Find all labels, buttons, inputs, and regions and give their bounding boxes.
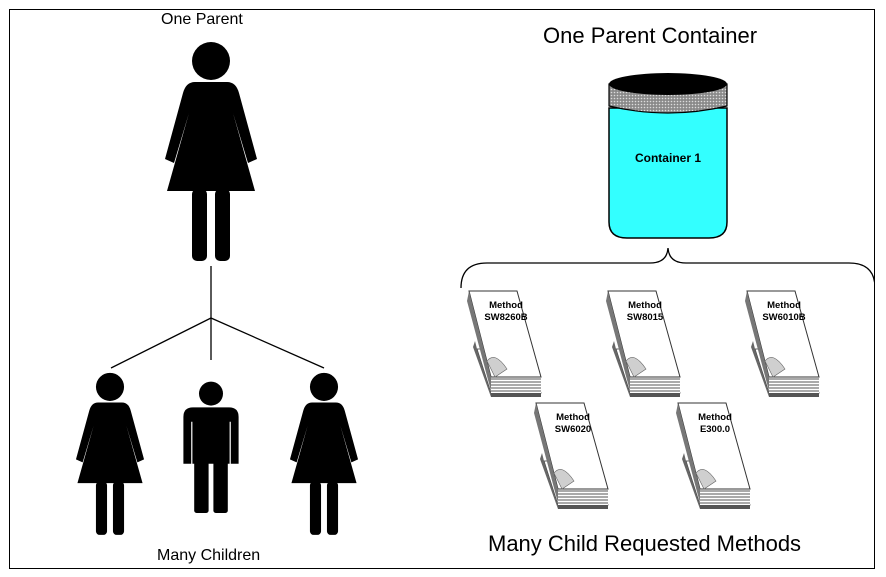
tree-connector-lines [110,266,325,369]
method-label-sw6010b: Method SW6010B [756,300,812,324]
method-code: SW8260B [484,312,528,323]
method-label-sw6020: Method SW6020 [545,412,601,436]
method-title: Method [698,412,732,423]
many-child-methods-label: Many Child Requested Methods [488,531,802,556]
method-code: SW8015 [626,312,664,323]
method-label-e300: Method E300.0 [687,412,743,436]
child-man-icon [183,381,239,513]
method-title: Method [767,300,801,311]
child-woman-icon-right [289,372,359,535]
method-code: SW6010B [762,312,806,323]
many-children-label: Many Children [157,547,261,564]
diagram-canvas [75,42,874,535]
method-label-sw8015: Method SW8015 [617,300,673,324]
method-code: E300.0 [699,424,731,435]
diagram-frame: One Parent Many Children One Parent Cont… [9,9,875,569]
method-title: Method [489,300,523,311]
parent-woman-icon [165,42,257,261]
method-title: Method [556,412,590,423]
container-label: Container 1 [634,151,701,165]
one-parent-container-label: One Parent Container [543,23,758,48]
grouping-brace [460,247,874,289]
container-jar-icon [608,73,728,239]
method-code: SW6020 [554,424,592,435]
method-title: Method [628,300,662,311]
one-parent-label: One Parent [161,11,243,28]
method-label-sw8260b: Method SW8260B [478,300,534,324]
child-woman-icon-left [75,372,145,535]
